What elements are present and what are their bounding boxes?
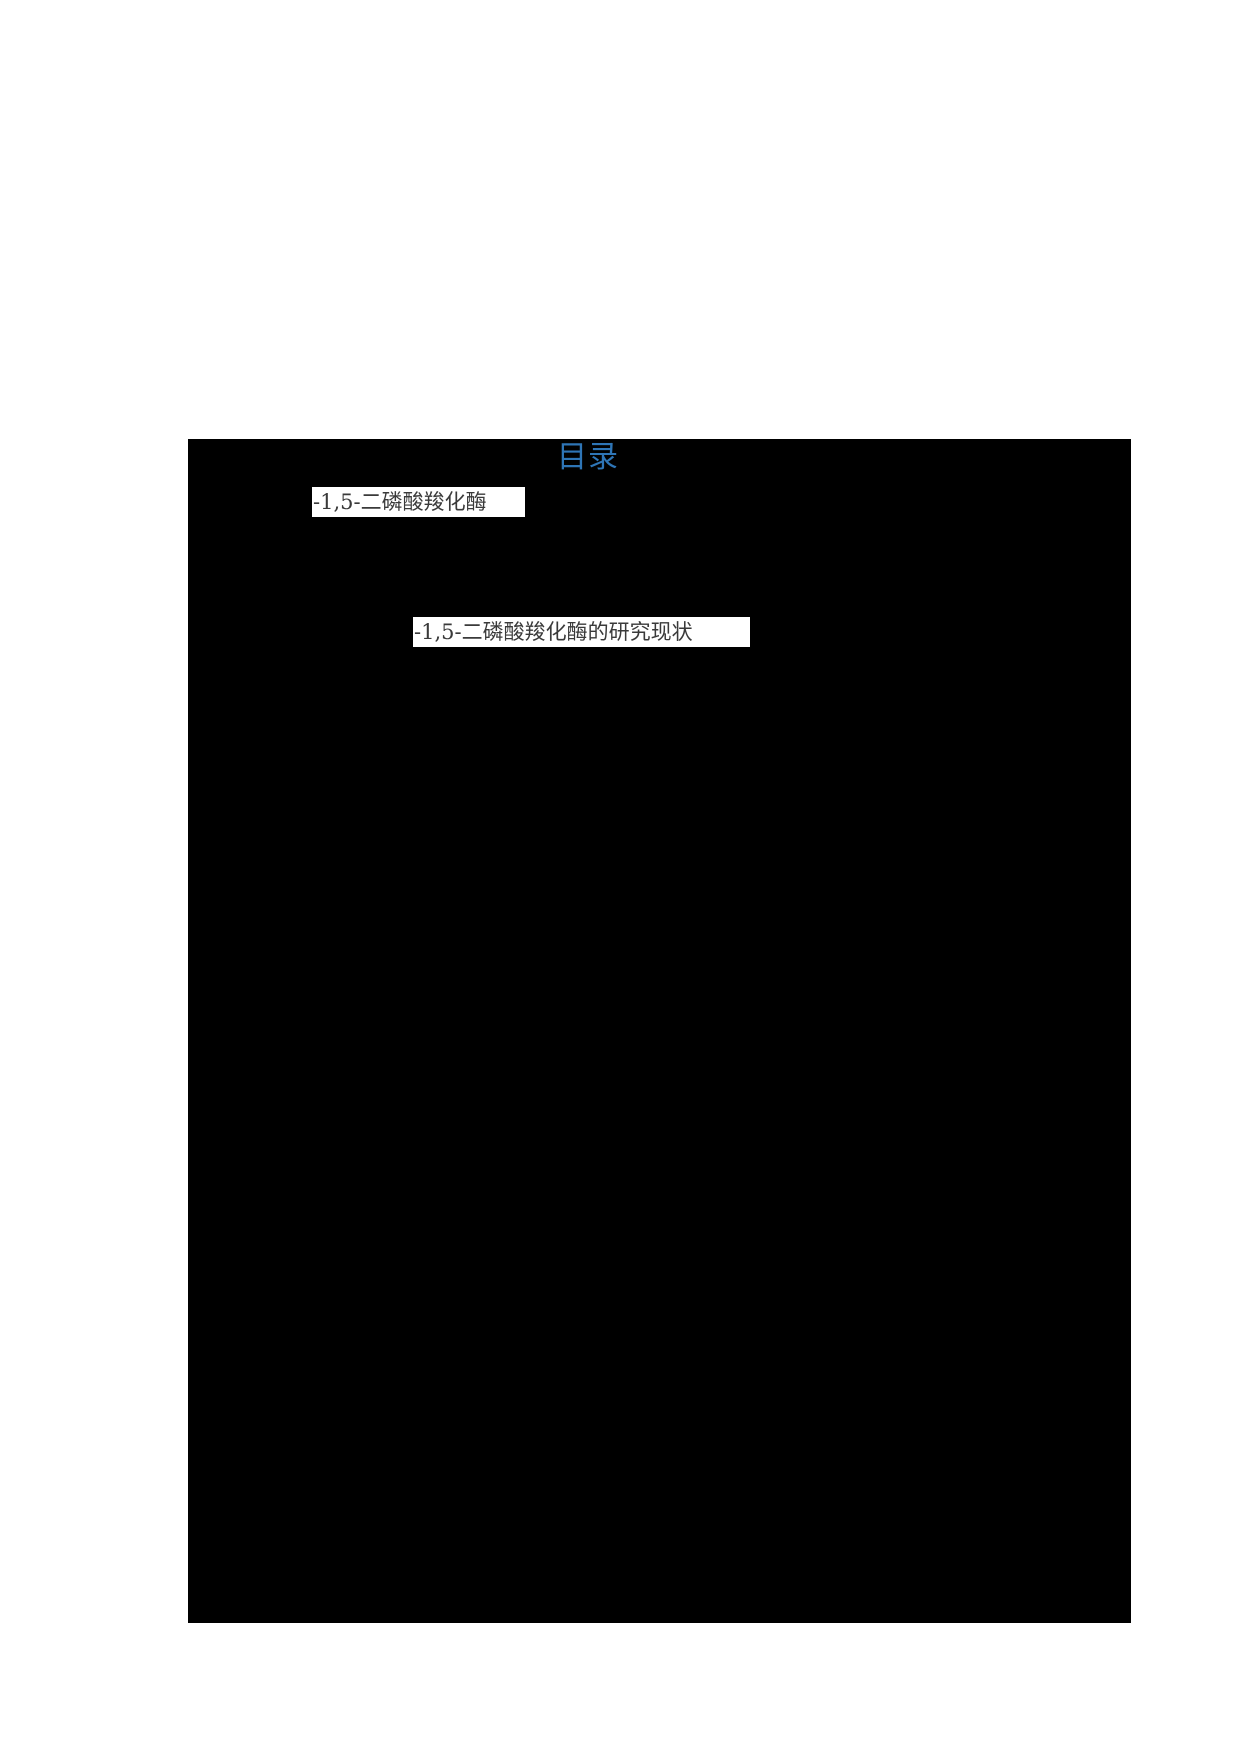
toc-entry[interactable]: -1,5-二磷酸羧化酶的研究现状 (413, 617, 750, 647)
toc-heading: 目录 (557, 440, 619, 475)
toc-entry[interactable]: -1,5-二磷酸羧化酶 (312, 487, 525, 517)
